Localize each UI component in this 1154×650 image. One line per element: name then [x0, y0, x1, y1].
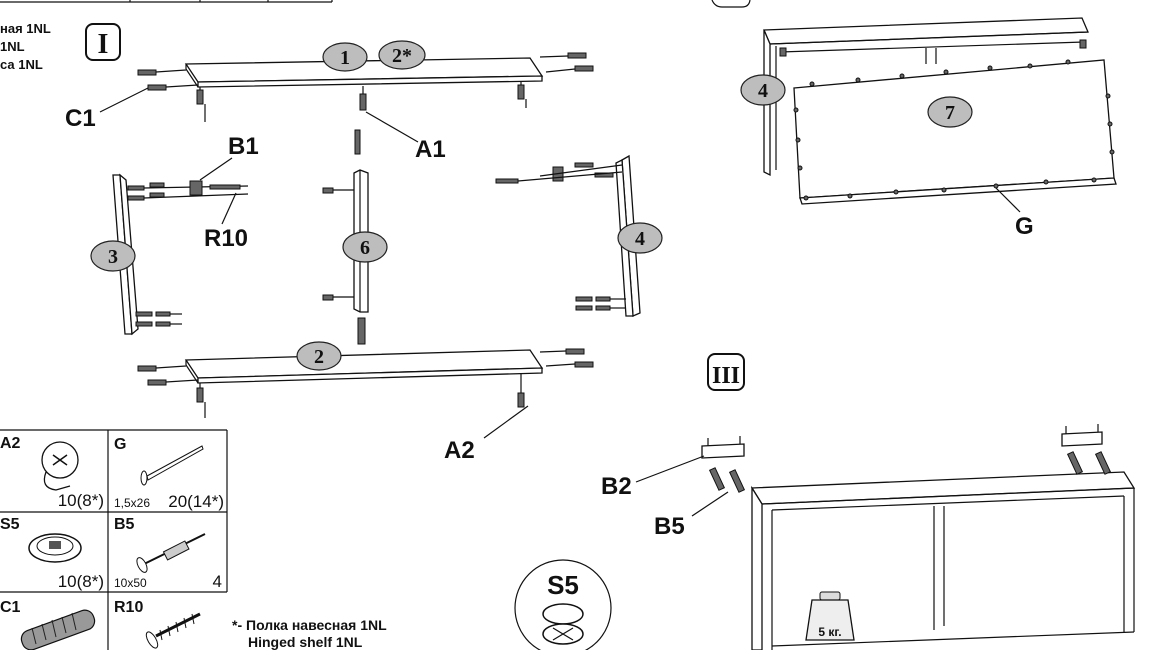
top-left-text-2: 1NL: [0, 39, 25, 54]
hw-qty-G: 20(14*): [168, 492, 224, 511]
label-R10: R10: [204, 225, 248, 252]
part-number-2: 2: [314, 346, 324, 368]
part-number-7: 7: [945, 102, 955, 124]
wooden-dowel-icon: [20, 609, 96, 650]
part-oval-6: [342, 231, 388, 263]
cap-icon: [28, 533, 82, 563]
leader-B2: [635, 455, 705, 483]
label-A1: A1: [415, 136, 446, 163]
bottom-panel: [137, 348, 594, 418]
hw-size-B5: 10x50: [114, 576, 147, 590]
hw-size-G: 1,5x26: [114, 496, 150, 510]
label-G: G: [1015, 213, 1034, 240]
leader-R10: [221, 192, 237, 225]
part-oval-2star: [378, 40, 426, 70]
nail-heads: [793, 59, 1115, 201]
hw-code-C1: C1: [0, 599, 21, 616]
part-number-6: 6: [360, 237, 370, 259]
part-oval-3: [90, 240, 136, 272]
svg-text:III: III: [712, 363, 740, 389]
step-badge-fragment: [711, 0, 751, 8]
step-badge-I: I: [85, 23, 121, 61]
cam-lock-icon: [41, 441, 79, 491]
footnote-ru: *- Полка навесная 1NL: [232, 617, 387, 633]
hardware-table: [0, 429, 228, 650]
part-oval-4-back: [740, 74, 786, 106]
s5-badge: S5: [514, 559, 612, 650]
top-table-fragment: [0, 0, 333, 3]
hw-code-S5: S5: [0, 516, 20, 533]
label-B1: B1: [228, 133, 259, 160]
hw-qty-S5: 10(8*): [58, 572, 104, 591]
label-A2: A2: [444, 437, 475, 464]
part-number-4-back: 4: [758, 80, 768, 102]
dowel-screw-icon: [136, 533, 206, 573]
leader-B5: [691, 491, 729, 517]
leader-C1: [99, 87, 149, 113]
leader-G: [995, 187, 1021, 213]
hw-qty-A2: 10(8*): [58, 491, 104, 510]
weight-label: 5 кг.: [818, 625, 841, 639]
part-number-3: 3: [108, 246, 118, 268]
leader-A2: [483, 405, 529, 439]
label-C1: C1: [65, 105, 96, 132]
part-number-1: 1: [340, 47, 350, 69]
step-badge-III: III: [707, 353, 745, 391]
top-panel: [137, 52, 594, 122]
hw-code-R10: R10: [114, 599, 143, 616]
nail-icon: [140, 445, 204, 486]
part-oval-2: [296, 341, 342, 371]
hw-code-G: G: [114, 436, 126, 453]
hw-code-A2: A2: [0, 435, 21, 452]
label-B2: B2: [601, 473, 632, 500]
part-oval-4-right: [617, 222, 663, 254]
hw-code-B5: B5: [114, 516, 135, 533]
footnote-en: Hinged shelf 1NL: [248, 634, 363, 650]
part-number-2star: 2*: [392, 45, 412, 67]
screw-icon: [145, 612, 201, 649]
leader-A1: [365, 111, 419, 143]
label-B5: B5: [654, 513, 685, 540]
wall-mounted-cabinet: [701, 424, 1136, 650]
s5-badge-label: S5: [547, 570, 579, 600]
part-oval-7: [927, 96, 973, 128]
hw-qty-B5: 4: [213, 572, 222, 591]
weight-icon: 5 кг.: [805, 591, 855, 641]
cabinet-back-view: [763, 17, 1117, 205]
top-left-text-3: са 1NL: [0, 57, 43, 72]
part-oval-1: [322, 42, 368, 72]
svg-text:I: I: [98, 29, 109, 60]
leader-B1: [199, 157, 233, 181]
center-dowels: [354, 86, 367, 155]
top-left-text-1: ная 1NL: [0, 21, 51, 36]
part-number-4-right: 4: [635, 228, 645, 250]
